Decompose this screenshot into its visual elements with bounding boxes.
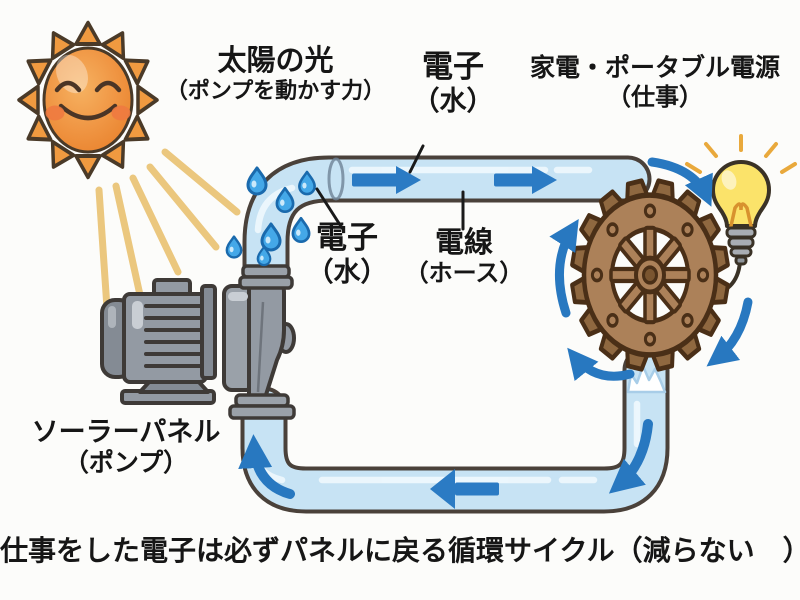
- label-sunlight-sub: （ポンプを動かす力）: [165, 78, 386, 104]
- label-appliance: 家電・ポータブル電源 （仕事）: [512, 54, 798, 112]
- flow-arrow-down-right-elbow: [608, 419, 653, 494]
- wheel-rotation-arrows: [549, 157, 753, 382]
- label-sunlight-title: 太陽の光: [217, 45, 334, 77]
- water-pump-icon: [100, 278, 296, 405]
- label-sunlight: 太陽の光 （ポンプを動かす力）: [158, 44, 393, 104]
- light-bulb-icon: [685, 134, 797, 315]
- water-drops-icon: [225, 166, 316, 267]
- rotation-arrow-bottom-right: [706, 297, 753, 367]
- leader-lines: [315, 144, 465, 231]
- flow-arrow-right-1: [352, 166, 421, 194]
- label-electron-mid-sub: （水）: [306, 256, 388, 287]
- water-wheel-icon: [570, 178, 730, 372]
- label-wire-sub: （ホース）: [404, 260, 524, 288]
- caption: 仕事をした電子は必ずパネルに戻る循環サイクル（減らない ）: [0, 535, 800, 566]
- rotation-arrow-top-right: [647, 157, 713, 207]
- label-solar-panel-title: ソーラーパネル: [31, 417, 221, 447]
- pipe-coupling-top: [238, 264, 294, 290]
- label-solar-panel: ソーラーパネル （ポンプ）: [18, 417, 234, 478]
- leader-line-electron-mid: [315, 187, 344, 230]
- leader-line-electron-top: [408, 144, 425, 174]
- label-wire: 電線 （ホース）: [398, 226, 530, 289]
- pipe-coupling-bottom: [228, 393, 296, 420]
- bulb-shine-rays: [685, 134, 797, 174]
- label-electron-mid-title: 電子: [316, 220, 378, 255]
- label-electron-top: 電子 （水）: [393, 49, 513, 117]
- label-solar-panel-sub: （ポンプ）: [63, 448, 189, 477]
- label-electron-top-title: 電子: [422, 49, 484, 84]
- label-electron-top-sub: （水）: [412, 85, 494, 116]
- rotation-arrow-bottom-left: [567, 347, 635, 382]
- label-appliance-sub: （仕事）: [607, 83, 703, 111]
- sun-icon: [17, 20, 159, 180]
- sun-light-beams-icon: [95, 148, 241, 312]
- label-appliance-title: 家電・ポータブル電源: [529, 54, 780, 82]
- label-electron-mid: 電子 （水）: [287, 220, 407, 288]
- pipe-joint-seam: [327, 157, 345, 201]
- flow-arrow-up-left-elbow: [238, 434, 295, 499]
- rotation-arrow-left: [549, 218, 579, 318]
- flow-arrow-right-2: [494, 166, 557, 194]
- flow-arrow-left-bottom: [430, 469, 499, 509]
- label-wire-title: 電線: [434, 227, 493, 259]
